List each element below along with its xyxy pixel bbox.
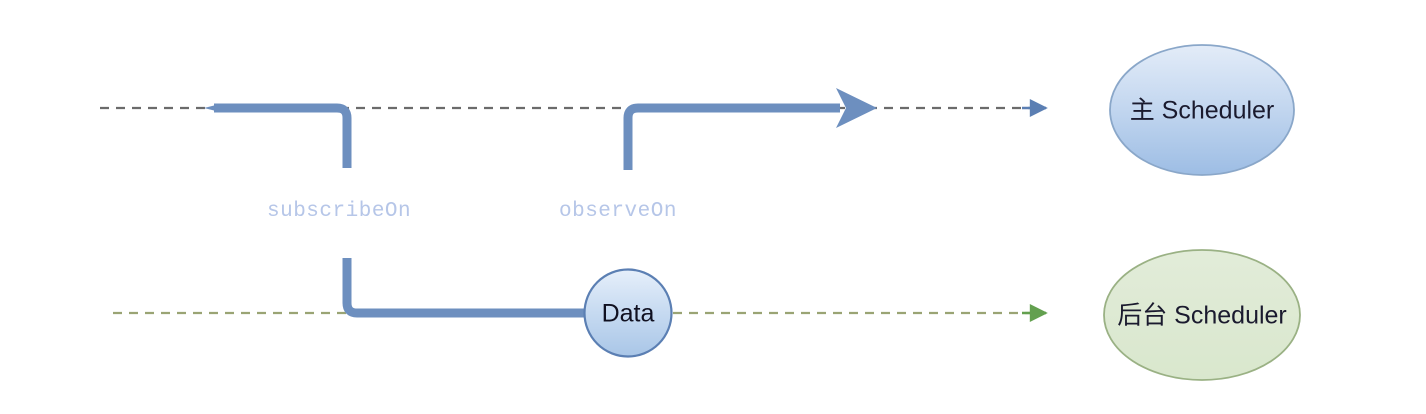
background-scheduler-label: 后台 Scheduler [1117, 302, 1287, 330]
main-scheduler-node[interactable]: 主 Scheduler [1109, 44, 1295, 176]
observe-on-flow-path [623, 88, 877, 170]
background-scheduler-ellipse [1103, 249, 1301, 381]
subscribe-on-lower-segment [342, 258, 590, 318]
background-scheduler-node[interactable]: 后台 Scheduler [1103, 249, 1301, 381]
subscribe-on-flow-path [204, 103, 590, 318]
observe-on-label: observeOn [559, 200, 677, 223]
subscribe-on-upper-segment [214, 103, 352, 168]
data-node-circle [583, 268, 673, 358]
main-scheduler-label: 主 Scheduler [1130, 97, 1275, 125]
observe-on-segment [623, 103, 840, 170]
main-scheduler-ellipse [1109, 44, 1295, 176]
data-node-label: Data [602, 300, 655, 328]
data-node[interactable]: Data [583, 268, 673, 358]
observe-on-arrowhead-icon [836, 88, 877, 128]
subscribe-on-label: subscribeOn [267, 200, 411, 223]
